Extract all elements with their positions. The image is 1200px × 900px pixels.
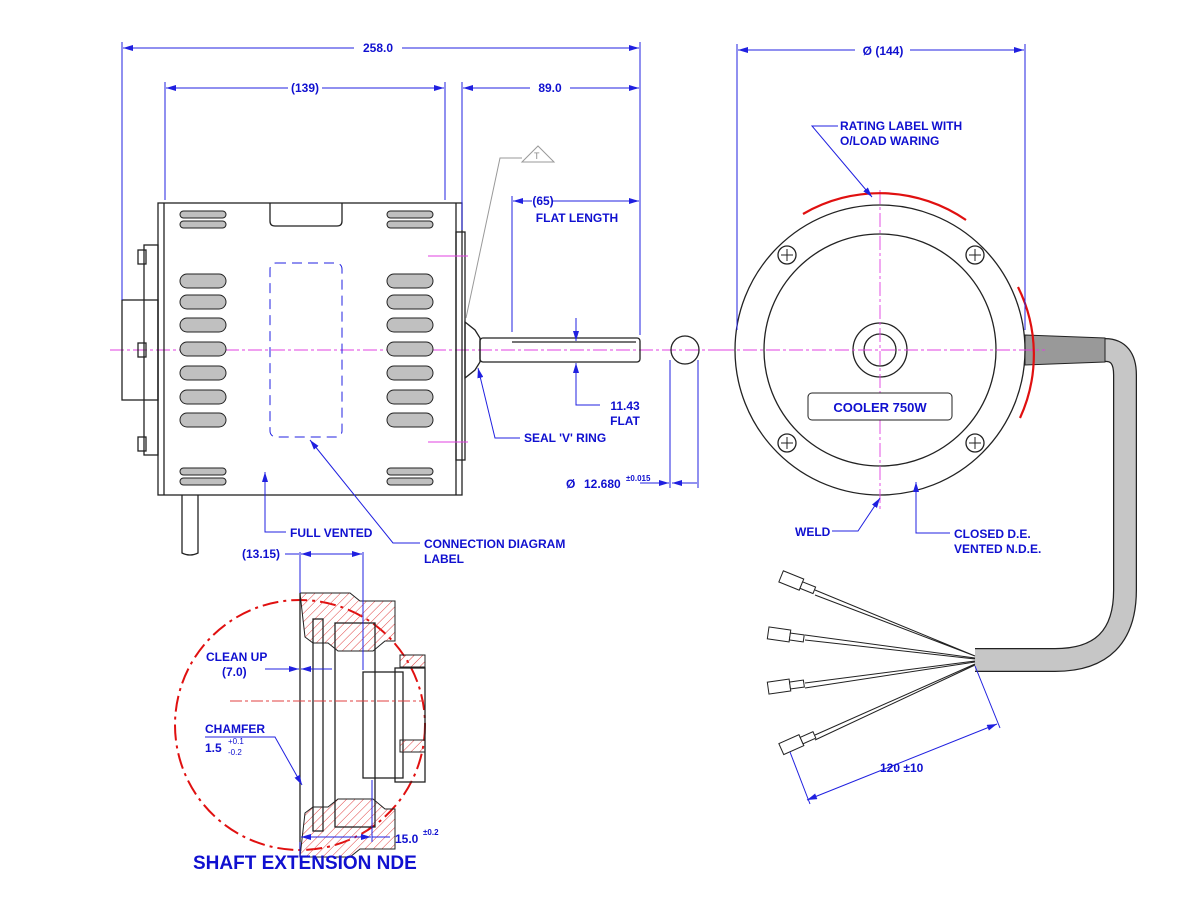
triangle-leader: [465, 157, 522, 319]
dim-15-tol: ±0.2: [423, 828, 439, 837]
rating-label-text-2: O/LOAD WARING: [840, 134, 939, 148]
shaft: [479, 337, 641, 363]
shaft-extension-detail: (13.15) CLEAN UP (7.0) CHAMFER 1.5 +0.1 …: [174, 547, 439, 874]
dim-diameter: 12.680: [584, 477, 621, 491]
diameter-symbol: Ø: [566, 477, 575, 491]
dim-overall-length: 258.0: [363, 41, 393, 55]
lead-wires: [804, 589, 976, 741]
spade-terminals: [766, 570, 817, 756]
dim-shaft-length: 89.0: [538, 81, 562, 95]
side-view: T: [110, 145, 720, 556]
shaft-section: [670, 335, 700, 365]
dim-15: 15.0: [395, 832, 419, 846]
connection-diagram-label-2: LABEL: [424, 552, 464, 566]
body-tab: [269, 203, 343, 227]
chamfer-value: 1.5: [205, 741, 222, 755]
detail-title: SHAFT EXTENSION NDE: [193, 853, 417, 874]
cable-stub: [181, 495, 199, 556]
dim-end-diameter: Ø (144): [863, 44, 904, 58]
inspection-triangle-icon: [520, 145, 556, 163]
rating-label-text: RATING LABEL WITH: [840, 119, 962, 133]
connection-diagram-label: CONNECTION DIAGRAM: [424, 537, 565, 551]
vented-nde-label: VENTED N.D.E.: [954, 542, 1041, 556]
dim-13-15: (13.15): [242, 547, 280, 561]
side-dimensions: 258.0 (139) 89.0 (65) FLAT LENGTH 11.43 …: [121, 41, 699, 566]
seal-v-ring: [464, 320, 481, 380]
full-vented-label: FULL VENTED: [290, 526, 373, 540]
screws: [777, 245, 985, 453]
clean-up-label: CLEAN UP: [206, 650, 267, 664]
cooler-label: [807, 392, 953, 421]
weld-label: WELD: [795, 525, 831, 539]
dim-body-length: (139): [291, 81, 319, 95]
motor-body: [157, 202, 463, 496]
diameter-tolerance: ±0.015: [626, 474, 651, 483]
bolt-head: [137, 342, 147, 358]
svg-text:T: T: [534, 151, 540, 161]
chamfer-tol-minus: -0.2: [228, 748, 242, 757]
connection-label-outline: [269, 262, 343, 438]
end-view: COOLER 750W Ø (144) RATING LABEL WITH O/…: [720, 44, 1137, 805]
bolt-head: [137, 249, 147, 265]
rating-label-arc: [802, 192, 967, 221]
closed-de-label: CLOSED D.E.: [954, 527, 1031, 541]
clean-up-value: (7.0): [222, 665, 247, 679]
seal-label: SEAL 'V' RING: [524, 431, 606, 445]
dim-lead-length: 120 ±10: [880, 761, 924, 775]
overload-label-arc: [1017, 286, 1035, 419]
flat-label: FLAT: [610, 414, 640, 428]
dim-flat: 11.43: [610, 399, 640, 413]
bolt-head: [137, 436, 147, 452]
lead-cable: [975, 338, 1137, 672]
dim-flat-length: (65): [532, 194, 553, 208]
cooler-label-text: COOLER 750W: [833, 400, 927, 415]
vent-slots: [179, 210, 434, 486]
chamfer-label: CHAMFER: [205, 722, 265, 736]
flat-length-label: FLAT LENGTH: [536, 211, 618, 225]
chamfer-tol-plus: +0.1: [228, 737, 244, 746]
right-end-plate: [455, 231, 466, 461]
